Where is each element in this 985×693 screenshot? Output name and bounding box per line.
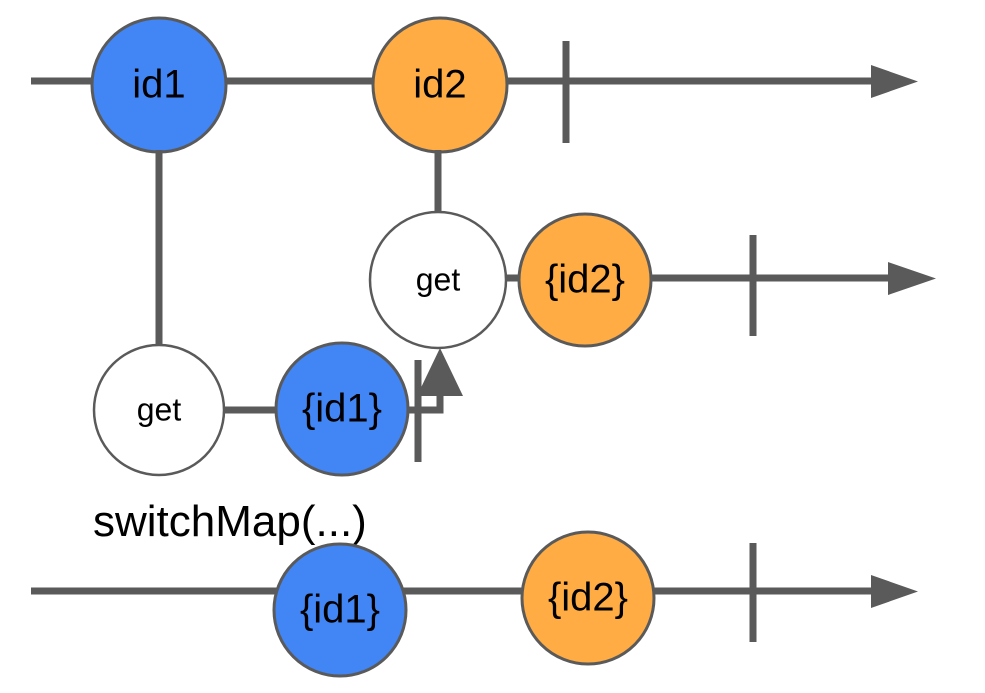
stream-inner-observable-get-id2: get {id2} [368, 210, 936, 350]
marble-label: id1 [132, 63, 185, 107]
operator-label: switchMap(...) [93, 497, 367, 546]
arrow-head-output [871, 575, 918, 608]
marble-label: get [137, 391, 182, 427]
marble-circle[interactable] [92, 343, 226, 477]
marble-circle[interactable] [368, 210, 508, 350]
stream-source-observable: id1 id2 [31, 16, 918, 154]
marble-circle[interactable] [517, 212, 653, 348]
marble-get-id1[interactable]: get [92, 343, 226, 477]
arrow-head-inner-id2 [888, 262, 936, 295]
marble-result-id1[interactable]: {id1} [274, 341, 410, 477]
marble-id2-source[interactable]: id2 [371, 16, 509, 154]
marble-label: {id2} [545, 258, 625, 302]
stream-inner-observable-get-id1: get {id1} [92, 341, 463, 477]
arrow-head-source [871, 65, 918, 98]
marble-circle[interactable] [520, 530, 656, 666]
marble-id1-output[interactable]: {id1} [272, 542, 408, 678]
marble-label: {id2} [548, 576, 628, 620]
marble-id2-output[interactable]: {id2} [520, 530, 656, 666]
marble-label: get [416, 261, 461, 297]
marble-id1-source[interactable]: id1 [90, 16, 228, 154]
switch-arrow-head [417, 348, 463, 396]
marble-label: {id1} [300, 588, 380, 632]
marble-get-id2[interactable]: get [368, 210, 508, 350]
stream-output-observable: {id1} {id2} [31, 530, 918, 678]
marble-circle[interactable] [272, 542, 408, 678]
marble-result-id2[interactable]: {id2} [517, 212, 653, 348]
marble-label: id2 [413, 63, 466, 107]
marble-circle[interactable] [274, 341, 410, 477]
marble-label: {id1} [302, 387, 382, 431]
